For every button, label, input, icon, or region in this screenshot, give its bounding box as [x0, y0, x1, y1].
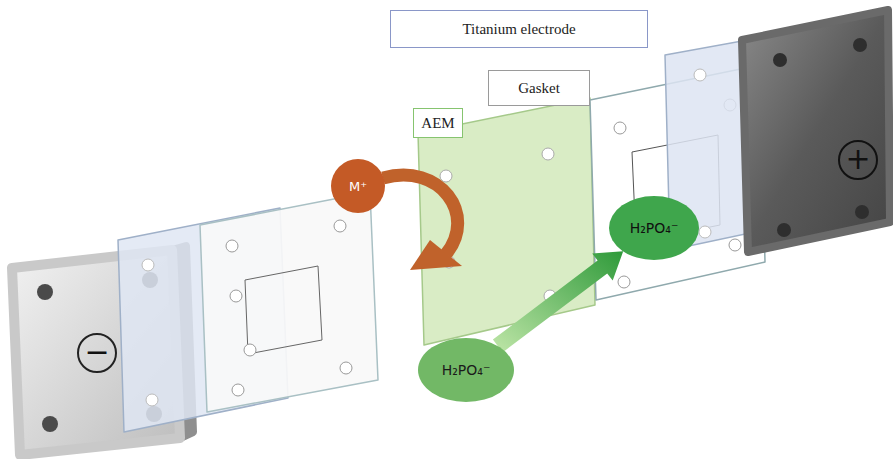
ion-label: H₂PO₄⁻ — [442, 362, 491, 378]
anode-plate — [742, 10, 890, 252]
gasket-plate — [200, 192, 378, 412]
part-label: AEM — [421, 115, 454, 132]
callout-box: AEM — [413, 108, 463, 138]
polarity-sign: + — [845, 144, 870, 174]
anion-arrow — [493, 251, 623, 352]
polarity-sign: − — [84, 337, 109, 367]
ion-label: H₂PO₄⁻ — [630, 220, 679, 236]
callout-box: Titanium electrode — [390, 10, 648, 48]
ion-label: M⁺ — [349, 179, 367, 194]
ion-ellipse: H₂PO₄⁻ — [609, 196, 699, 260]
part-label: Gasket — [518, 80, 560, 97]
ion-circle: M⁺ — [331, 159, 385, 213]
cation-arrow — [383, 175, 462, 270]
ion-ellipse: H₂PO₄⁻ — [418, 338, 514, 402]
part-label: Titanium electrode — [462, 21, 575, 38]
callout-box: Gasket — [488, 70, 590, 106]
